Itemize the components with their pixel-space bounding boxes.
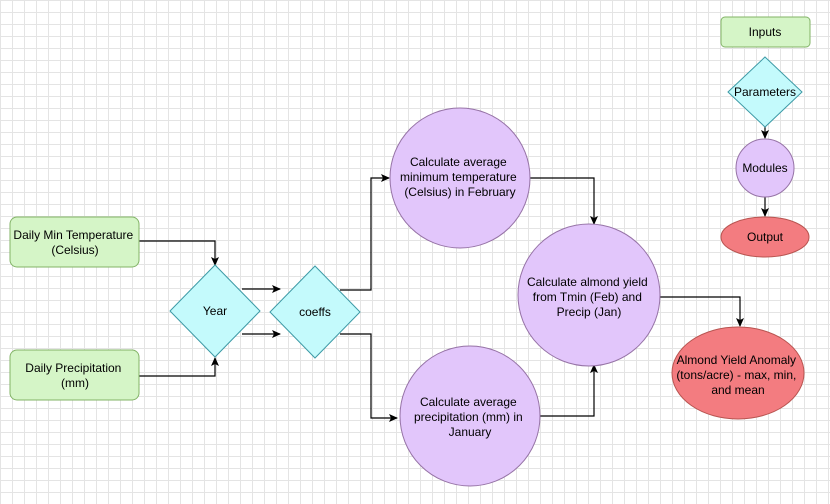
- avg-min-temp-feb-line: Calculate average: [410, 155, 507, 169]
- legend: Inputs Parameters Modules Output: [720, 16, 811, 258]
- coeffs-shape: [269, 265, 361, 359]
- daily-min-temperature-label: Daily Min Temperature (Celsius): [13, 228, 136, 257]
- avg-min-temp-feb-shape: [389, 107, 531, 249]
- year-label: Year: [203, 304, 227, 318]
- coeffs-node[interactable]: coeffs: [269, 265, 361, 359]
- daily-min-temperature-shape: [9, 216, 140, 268]
- legend-modules-label: Modules: [742, 161, 787, 175]
- edge-tmin-feb-to-almond-yield: [530, 177, 598, 225]
- avg-min-temp-feb-line: minimum temperature: [400, 170, 517, 184]
- edge-precip-to-year: [139, 357, 219, 377]
- legend-output-label: Output: [747, 230, 784, 244]
- yield-anomaly-node[interactable]: Almond Yield Anomaly (tons/acre) - max, …: [671, 326, 805, 420]
- avg-precip-jan-label: Calculate average precipitation (mm) in …: [414, 395, 526, 439]
- legend-parameters-shape: [727, 56, 803, 128]
- yield-anomaly-label: Almond Yield Anomaly (tons/acre) - max, …: [676, 353, 799, 397]
- year-shape: [169, 264, 261, 358]
- avg-min-temp-feb-line: (Celsius) in February: [404, 185, 515, 199]
- edge-min-temp-to-year: [139, 240, 219, 266]
- daily-precipitation-shape: [9, 349, 140, 401]
- almond-yield-node[interactable]: Calculate almond yield from Tmin (Feb) a…: [517, 223, 661, 367]
- edge-coeffs-to-precip-jan: [340, 333, 398, 422]
- daily-precipitation-line: Daily Precipitation: [25, 361, 121, 375]
- daily-min-temperature-node[interactable]: Daily Min Temperature (Celsius): [9, 216, 140, 268]
- legend-inputs[interactable]: Inputs: [720, 16, 811, 48]
- year-node[interactable]: Year: [169, 264, 261, 358]
- avg-precip-jan-line: precipitation (mm) in: [414, 410, 523, 424]
- legend-modules-shape: [735, 138, 795, 198]
- legend-output-shape: [720, 216, 810, 258]
- edge-precip-jan-to-almond-yield: [540, 364, 598, 417]
- legend-inputs-label: Inputs: [749, 25, 782, 39]
- daily-precipitation-line: (mm): [61, 376, 89, 390]
- avg-min-temp-feb-label: Calculate average minimum temperature (C…: [400, 155, 520, 199]
- almond-yield-shape: [517, 223, 661, 367]
- avg-min-temp-feb-node[interactable]: Calculate average minimum temperature (C…: [389, 107, 531, 249]
- yield-anomaly-line: Almond Yield Anomaly: [677, 353, 796, 367]
- almond-yield-label: Calculate almond yield from Tmin (Feb) a…: [527, 275, 651, 319]
- edges: [139, 127, 769, 422]
- avg-precip-jan-node[interactable]: Calculate average precipitation (mm) in …: [399, 345, 541, 487]
- daily-min-temperature-line: Daily Min Temperature: [13, 228, 133, 242]
- legend-parameters-label: Parameters: [734, 85, 796, 99]
- yield-anomaly-line: and mean: [711, 383, 764, 397]
- daily-min-temperature-line: (Celsius): [51, 243, 98, 257]
- edge-almond-yield-to-anomaly: [660, 296, 744, 327]
- yield-anomaly-line: (tons/acre) - max, min,: [676, 368, 796, 382]
- almond-yield-line: Precip (Jan): [557, 305, 622, 319]
- legend-parameters[interactable]: Parameters: [727, 56, 803, 128]
- yield-anomaly-shape: [671, 326, 805, 420]
- almond-yield-line: Calculate almond yield: [527, 275, 648, 289]
- avg-precip-jan-shape: [399, 345, 541, 487]
- edge-coeffs-to-tmin-feb: [340, 174, 390, 291]
- coeffs-label: coeffs: [299, 305, 331, 319]
- legend-inputs-shape: [720, 16, 811, 48]
- legend-output[interactable]: Output: [720, 216, 810, 258]
- avg-precip-jan-line: Calculate average: [420, 395, 517, 409]
- daily-precipitation-node[interactable]: Daily Precipitation (mm): [9, 349, 140, 401]
- avg-precip-jan-line: January: [449, 425, 492, 439]
- almond-yield-line: from Tmin (Feb) and: [533, 290, 642, 304]
- daily-precipitation-label: Daily Precipitation (mm): [25, 361, 124, 390]
- legend-modules[interactable]: Modules: [735, 138, 795, 198]
